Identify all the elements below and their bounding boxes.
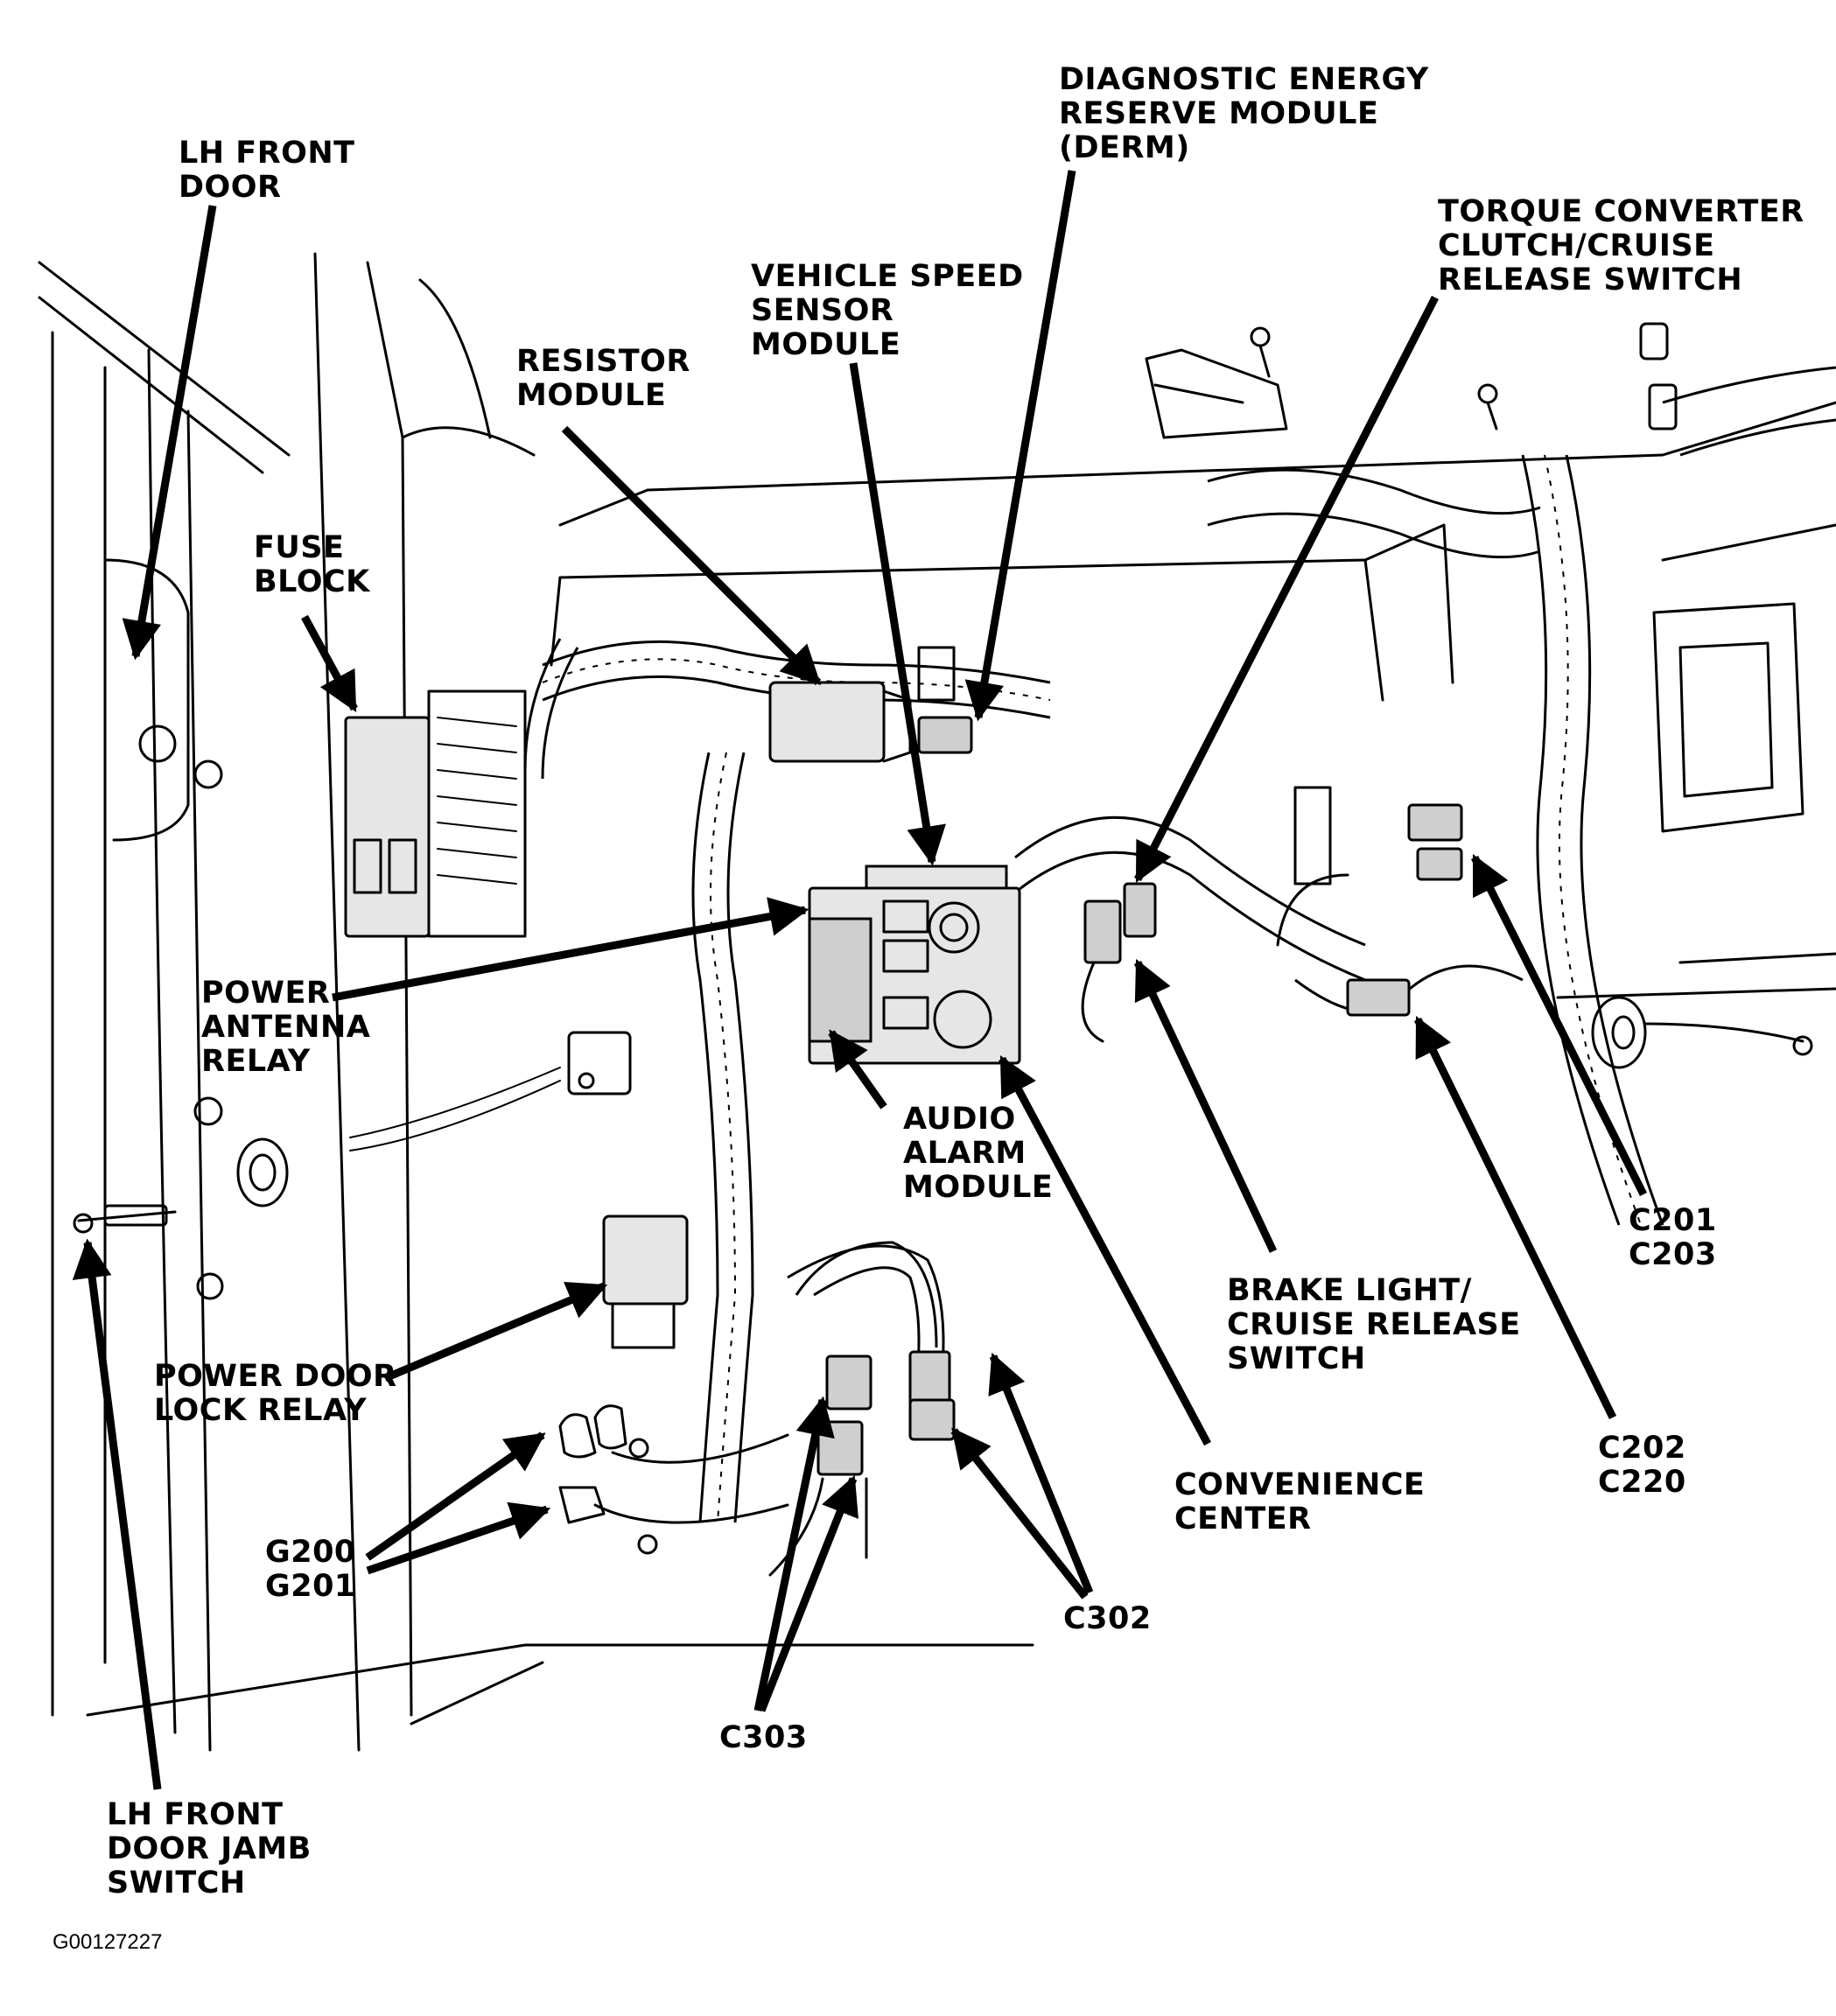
arrow-vehicle-speed-sensor-module: [849, 362, 946, 866]
arrow-power-antenna-relay: [332, 897, 809, 1002]
label-derm: DIAGNOSTIC ENERGY RESERVE MODULE (DERM): [1059, 62, 1440, 165]
arrow-c302-b: [988, 1352, 1094, 1594]
arrow-resistor-module: [561, 425, 822, 686]
label-c303: C303: [719, 1720, 808, 1755]
arrow-g201: [366, 1502, 551, 1575]
label-vehicle-speed-sensor-module: VEHICLE SPEED SENSOR MODULE: [751, 259, 1034, 362]
vehicle-line-art: [38, 252, 1836, 1752]
label-power-door-lock-relay: POWER DOOR LOCK RELAY: [154, 1359, 408, 1428]
arrow-convenience-center: [999, 1055, 1211, 1446]
label-tcc-cruise-release-switch: TORQUE CONVERTER CLUTCH/CRUISE RELEASE S…: [1438, 194, 1815, 298]
arrow-c202-c220: [1413, 1015, 1617, 1419]
arrow-lh-front-door-jamb-switch: [72, 1238, 162, 1790]
arrow-fuse-block: [301, 614, 358, 712]
label-brake-light-cruise-release-switch: BRAKE LIGHT/ CRUISE RELEASE SWITCH: [1227, 1273, 1531, 1376]
convenience-center-art: [808, 864, 1021, 1065]
arrow-c201-c203: [1470, 853, 1648, 1197]
door-frame-art: [38, 252, 1034, 1752]
label-fuse-block: FUSE BLOCK: [254, 530, 371, 599]
label-resistor-module: RESISTOR MODULE: [516, 344, 702, 413]
label-g200-g201: G200 G201: [265, 1535, 367, 1604]
connector-art-right: [1276, 786, 1463, 1017]
lower-left-parts-art: [73, 1031, 789, 1555]
label-c302: C302: [1063, 1601, 1152, 1636]
fuse-block-art: [344, 690, 527, 938]
arrow-c303-a: [753, 1396, 835, 1712]
figure-code: G00127227: [53, 1930, 162, 1954]
label-convenience-center: CONVENIENCE CENTER: [1174, 1467, 1436, 1536]
label-c202-c220: C202 C220: [1598, 1431, 1697, 1500]
arrow-c302-a: [950, 1427, 1089, 1600]
arrow-lh-front-door: [122, 205, 217, 661]
arrow-derm: [964, 170, 1076, 722]
arrow-tcc-cruise-release-switch: [1133, 295, 1440, 884]
callout-labels: LH FRONT DOOR FUSE BLOCK RESISTOR MODULE…: [107, 62, 1815, 1900]
label-power-antenna-relay: POWER ANTENNA RELAY: [201, 976, 382, 1079]
label-c201-c203: C201 C203: [1629, 1203, 1727, 1272]
derm-art: [917, 646, 973, 754]
arrow-c303-b: [757, 1474, 858, 1712]
resistor-module-art: [768, 681, 912, 763]
leader-arrows: [72, 170, 1648, 1790]
arrow-g200: [365, 1432, 546, 1561]
label-lh-front-door-jamb-switch: LH FRONT DOOR JAMB SWITCH: [107, 1797, 323, 1900]
arrow-audio-alarm-module: [828, 1029, 887, 1110]
label-lh-front-door: LH FRONT DOOR: [179, 136, 366, 205]
wire-harness-art: [523, 366, 1836, 1523]
label-audio-alarm-module: AUDIO ALARM MODULE: [903, 1102, 1053, 1205]
arrow-power-door-lock-relay: [383, 1281, 608, 1382]
lower-connectors-art: [768, 1241, 956, 1577]
brake-switch-art: [1081, 882, 1157, 1043]
dash-structure-art: [550, 322, 1836, 1069]
arrow-brake-light-switch: [1133, 958, 1278, 1253]
